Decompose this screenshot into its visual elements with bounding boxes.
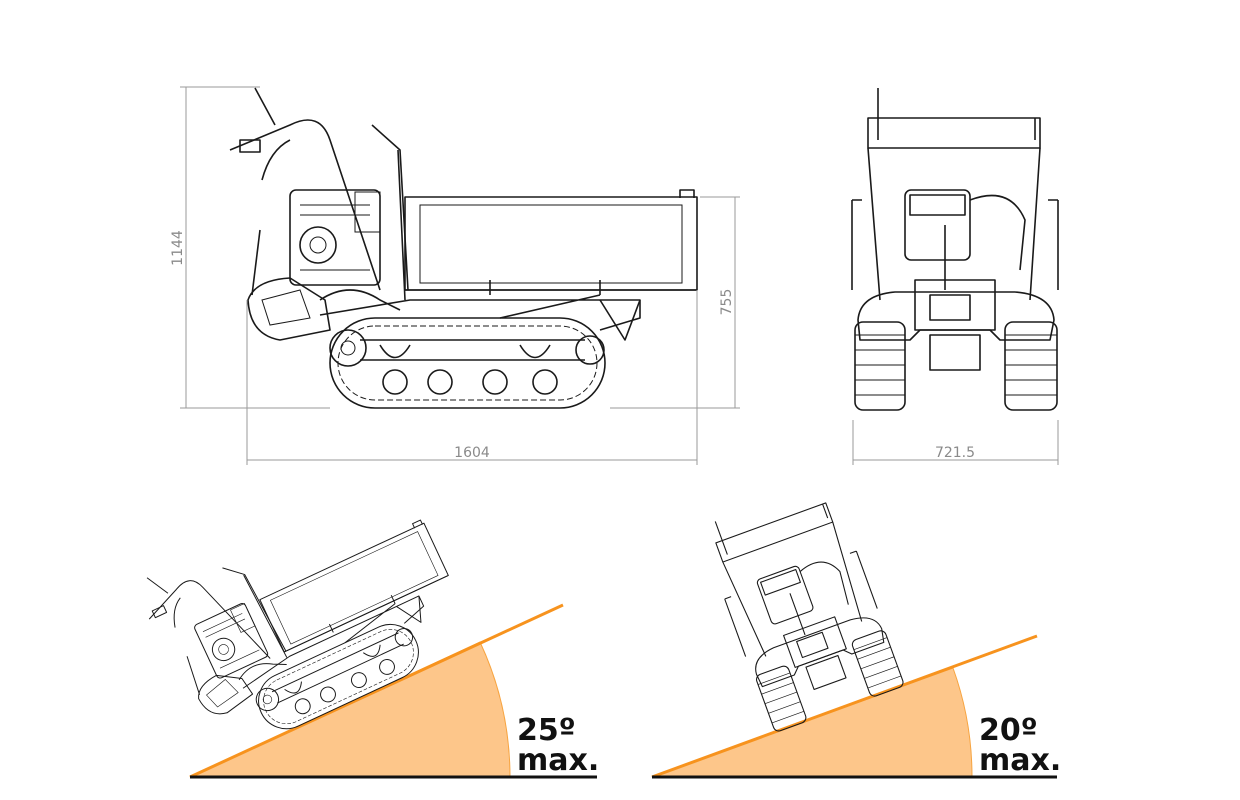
- dimension-width-label: 721.5: [935, 445, 975, 461]
- slope-line: [189, 603, 564, 779]
- front-view-drawing: [851, 87, 1059, 411]
- dimension-lines: [180, 86, 1059, 465]
- slope-angle-label: 20º: [979, 713, 1038, 748]
- slope-max-label: max.: [979, 743, 1061, 778]
- slope-25-diagram: [132, 461, 597, 779]
- slope-angle-wedge: [189, 641, 511, 778]
- slope-max-label: max.: [517, 743, 599, 778]
- side-view-drawing: [229, 87, 698, 409]
- dimension-length-label: 1604: [454, 445, 490, 461]
- dimension-bed-height-label: 755: [719, 289, 735, 316]
- dimension-height-label: 1144: [170, 230, 186, 266]
- slope-line: [651, 634, 1038, 779]
- slope-20-diagram: [651, 478, 1057, 779]
- slope-angle-label: 25º: [517, 713, 576, 748]
